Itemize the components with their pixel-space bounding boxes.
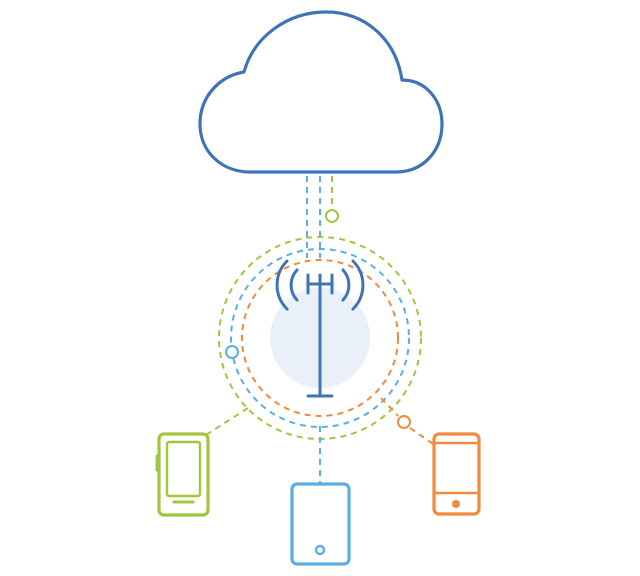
- cloud-uplink-lines: [306, 176, 333, 258]
- smartphone-icon: [432, 432, 481, 516]
- orange-ring: [241, 259, 399, 417]
- blue-link-node: [225, 345, 239, 359]
- cell-tower-icon: [275, 259, 365, 398]
- orange-link-node: [397, 415, 411, 429]
- cloud-icon: [198, 10, 444, 174]
- green-link-node: [325, 209, 339, 223]
- smartphone-icon: [155, 432, 210, 517]
- tablet-icon: [290, 482, 351, 566]
- blue-ring: [230, 248, 410, 428]
- device-links: [197, 397, 437, 484]
